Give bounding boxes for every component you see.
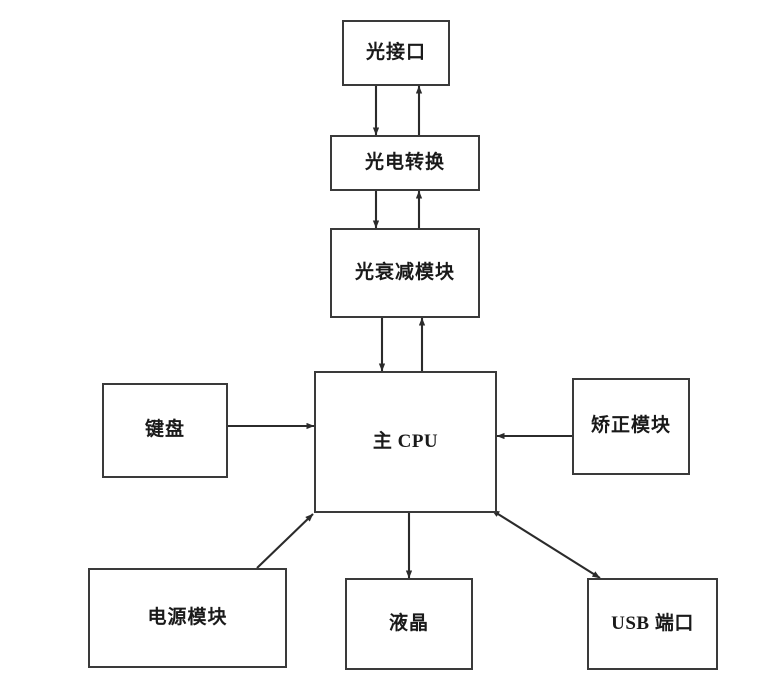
node-photoelectric-conversion[interactable]: 光电转换: [330, 135, 480, 191]
node-keyboard[interactable]: 键盘: [102, 383, 228, 478]
node-label-lcd: 液晶: [388, 612, 429, 634]
node-label-photoelectric-conversion: 光电转换: [364, 151, 445, 173]
edge-cpu-usb-bidirectional: [491, 509, 601, 579]
node-correction-module[interactable]: 矫正模块: [572, 378, 690, 475]
node-label-optical-interface: 光接口: [365, 41, 426, 63]
node-label-main-cpu: 主 CPU: [372, 430, 439, 452]
node-power-module[interactable]: 电源模块: [88, 568, 287, 668]
node-label-power-module: 电源模块: [147, 606, 228, 628]
node-lcd[interactable]: 液晶: [345, 578, 473, 670]
edge-power-to-cpu: [256, 513, 314, 569]
node-optical-interface[interactable]: 光接口: [342, 20, 450, 86]
node-usb-port[interactable]: USB 端口: [587, 578, 718, 670]
node-label-correction-module: 矫正模块: [590, 415, 671, 437]
node-optical-attenuation-module[interactable]: 光衰减模块: [330, 228, 480, 318]
node-label-keyboard: 键盘: [144, 419, 185, 441]
node-label-optical-attenuation-module: 光衰减模块: [354, 261, 455, 283]
node-label-usb-port: USB 端口: [611, 612, 694, 634]
node-main-cpu[interactable]: 主 CPU: [314, 371, 497, 513]
